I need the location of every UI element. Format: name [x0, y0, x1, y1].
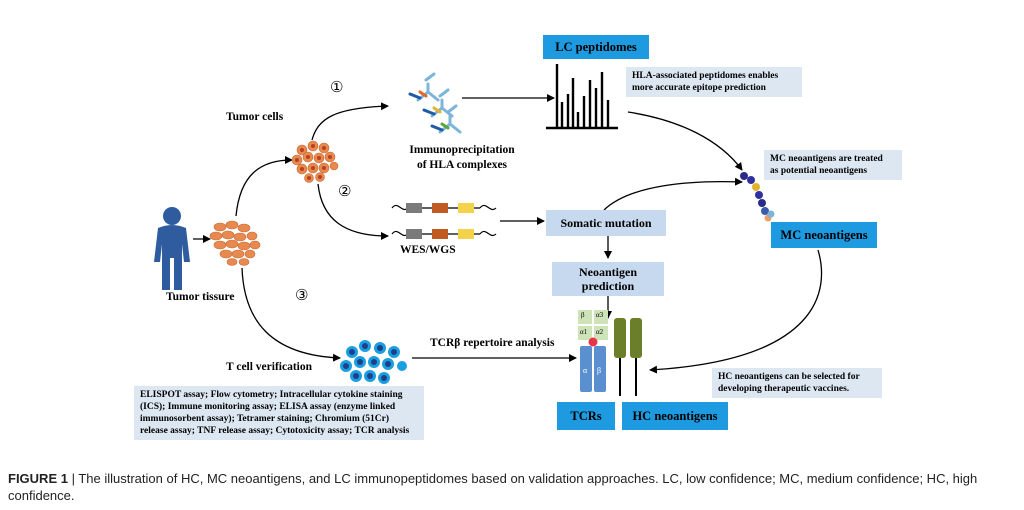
arrow-mc-to-hc — [649, 249, 823, 374]
t-cell-verification-label: T cell verification — [226, 361, 313, 373]
mc-neoantigens-box: MC neoantigens — [771, 222, 877, 248]
mc-note-line1: MC neoantigens are treated — [770, 154, 883, 164]
neoantigen-prediction-line1: Neoantigen — [579, 265, 637, 279]
hla-complexes-label: of HLA complexes — [416, 159, 508, 171]
tcr-repertoire-label: TCRβ repertoire analysis — [430, 337, 555, 349]
hc-neoantigens-box: HC neoantigens — [622, 402, 728, 430]
figure-label: FIGURE 1 — [8, 471, 68, 486]
tcrs-box: TCRs — [557, 402, 615, 430]
mass-spectrum — [546, 64, 618, 130]
arrow-somatic-to-mc — [603, 177, 743, 211]
tcr-hla-complex — [578, 310, 608, 392]
mc-peptide-chain — [740, 172, 775, 222]
hla-complex-icons — [408, 72, 462, 134]
t-cells-cluster — [340, 340, 407, 384]
tumor-tissue-cluster — [209, 220, 261, 266]
step-1-number: ① — [330, 78, 344, 96]
step-2-number: ② — [338, 182, 352, 200]
immunoprecipitation-label: Immunoprecipitation — [409, 144, 515, 156]
assay-line4: release assay; TNF release assay; Cytoto… — [140, 426, 410, 436]
hla-beta-label: β — [581, 311, 585, 319]
hc-note-line2: developing therapeutic vaccines. — [718, 384, 850, 394]
arrow-cells-to-hla — [311, 102, 389, 141]
dna-strands — [391, 203, 497, 239]
tcr-beta-label: β — [597, 366, 602, 375]
hla-alpha2-label: α2 — [596, 328, 604, 336]
mc-note-box: MC neoantigens are treated as potential … — [764, 150, 902, 180]
step-3-number: ③ — [295, 286, 309, 304]
hla-alpha3-label: α3 — [596, 311, 604, 319]
assay-line1: ELISPOT assay; Flow cytometry; Intracell… — [140, 390, 403, 400]
figure-caption: FIGURE 1 | The illustration of HC, MC ne… — [8, 470, 1018, 504]
hla-note-line2: more accurate epitope prediction — [632, 83, 766, 93]
tumor-cells-cluster — [291, 140, 339, 183]
wes-wgs-label: WES/WGS — [400, 244, 456, 256]
tumor-tissue-label: Tumor tissure — [166, 291, 235, 303]
arrow-tissue-to-cells — [235, 156, 293, 217]
caption-text: | The illustration of HC, MC neoantigens… — [8, 471, 978, 503]
hc-note-box: HC neoantigens can be selected for devel… — [712, 368, 882, 398]
hla-note-line1: HLA-associated peptidomes enables — [632, 71, 779, 81]
assay-line3: immunosorbent assay); Tetramer staining;… — [140, 414, 390, 424]
mc-note-line2: as potential neoantigens — [770, 166, 868, 176]
person-icon — [154, 207, 190, 290]
assay-line2: (ICS); Immune monitoring assay; ELISA as… — [140, 402, 396, 412]
hla-note-box: HLA-associated peptidomes enables more a… — [626, 67, 802, 97]
neoantigen-prediction-box: Neoantigen prediction — [552, 262, 664, 296]
tcr-alpha-label: α — [583, 366, 588, 375]
arrow-tissue-to-tcells — [241, 267, 341, 362]
neoantigen-prediction-line2: prediction — [581, 279, 635, 293]
hc-neoantigen-bars — [614, 318, 642, 396]
lc-peptidomes-box: LC peptidomes — [543, 35, 649, 59]
arrow-spectrum-to-mc — [627, 111, 743, 171]
assay-note-box: ELISPOT assay; Flow cytometry; Intracell… — [134, 386, 424, 440]
hc-note-line1: HC neoantigens can be selected for — [718, 372, 860, 382]
hla-alpha1-label: α1 — [580, 328, 588, 336]
tumor-cells-label: Tumor cells — [226, 111, 284, 123]
somatic-mutation-box: Somatic mutation — [546, 210, 666, 236]
arrow-cells-to-wes — [317, 183, 389, 240]
